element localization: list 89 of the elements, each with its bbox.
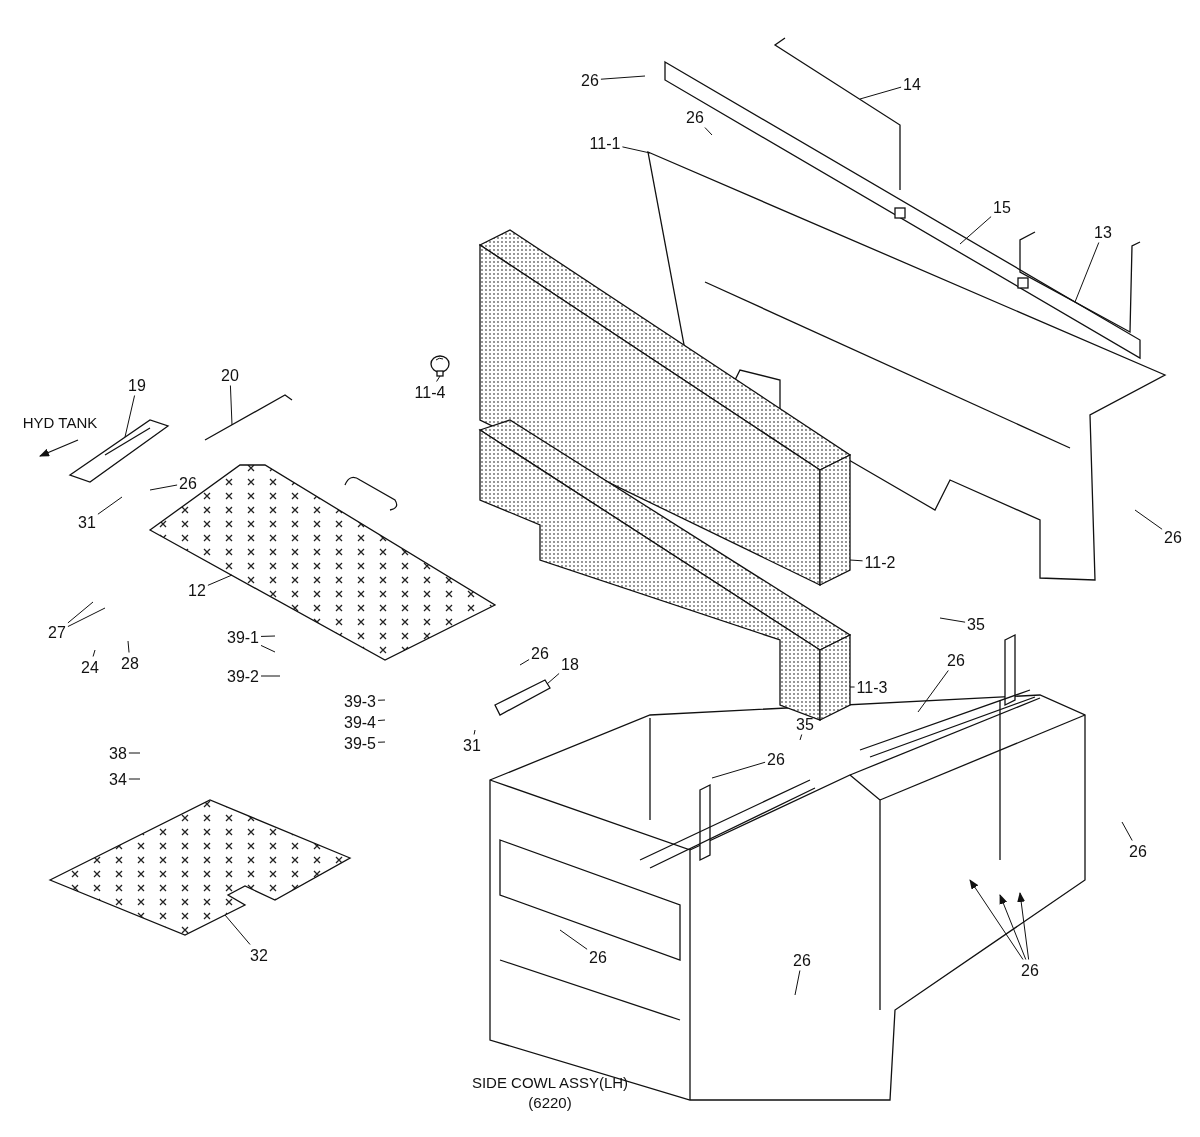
callout-number: 27	[47, 622, 67, 642]
perforated-plate-drawing	[148, 464, 497, 661]
leader-line	[849, 686, 856, 688]
leader-line	[67, 601, 94, 624]
leader-line	[260, 675, 281, 677]
leader-line	[859, 86, 902, 100]
callout-number: 12	[187, 580, 207, 600]
leader-line	[1121, 821, 1133, 841]
perforated-plate-drawing	[48, 799, 352, 936]
callout-number: 28	[120, 653, 140, 673]
callout-number: 26	[792, 950, 812, 970]
plate-drawing	[494, 679, 551, 716]
callout-number: 15	[992, 197, 1012, 217]
leader-line	[436, 375, 441, 382]
callout-number: 26	[946, 650, 966, 670]
leader-line	[799, 734, 803, 741]
leader-line	[1134, 509, 1163, 530]
callout-number: 19	[127, 375, 147, 395]
leader-line	[67, 607, 106, 628]
callout-number: 39-3	[343, 691, 377, 711]
callout-number: 26	[1128, 841, 1148, 861]
leader-line	[1074, 242, 1100, 303]
leader-line	[917, 670, 949, 713]
leader-line	[999, 894, 1027, 960]
callout-number: 26	[580, 70, 600, 90]
leader-line	[127, 640, 130, 653]
direction-label: HYD TANK	[21, 412, 99, 432]
leader-line	[1017, 892, 1030, 960]
callout-number: 11-1	[588, 133, 622, 153]
leader-line	[128, 752, 141, 754]
callout-number: 26	[685, 107, 705, 127]
callout-number: 35	[795, 714, 815, 734]
callout-number: 11-4	[413, 382, 447, 402]
leader-line	[128, 778, 141, 780]
callout-number: 32	[249, 945, 269, 965]
leader-line	[704, 127, 713, 136]
callout-number: 11-3	[855, 677, 889, 697]
leader-line	[546, 673, 560, 685]
leader-line	[377, 699, 386, 701]
callout-number: 31	[462, 735, 482, 755]
callout-number: 20	[220, 365, 240, 385]
callout-number: 26	[178, 473, 198, 493]
leader-line	[260, 635, 276, 637]
leader-line	[939, 617, 966, 623]
leader-line	[377, 741, 386, 743]
leader-line	[207, 574, 233, 586]
callout-number: 34	[108, 769, 128, 789]
rod-drawing	[204, 394, 293, 441]
rod-drawing	[773, 37, 901, 191]
leader-line	[149, 484, 178, 491]
callout-number: 39-5	[343, 733, 377, 753]
callout-number: 26	[588, 947, 608, 967]
callout-number: 11-2	[863, 552, 897, 572]
leader-line	[92, 649, 96, 657]
leader-line	[224, 914, 251, 945]
callout-number: 18	[560, 654, 580, 674]
callout-number: 26	[1020, 960, 1040, 980]
leader-line	[229, 385, 233, 426]
leader-line	[260, 644, 276, 653]
leader-line	[600, 75, 646, 80]
rail-drawing	[664, 60, 1141, 360]
callout-number: 26	[1163, 527, 1183, 547]
leader-line	[711, 761, 766, 779]
callout-number: 24	[80, 657, 100, 677]
knob-drawing	[430, 355, 450, 377]
callout-number: 13	[1093, 222, 1113, 242]
leader-line	[559, 929, 588, 950]
callout-number: 39-2	[226, 666, 260, 686]
callout-number: 31	[77, 512, 97, 532]
callout-number: 26	[530, 643, 550, 663]
leader-line	[473, 729, 476, 735]
leader-line	[377, 719, 386, 722]
assembly-note: SIDE COWL ASSY(LH)	[470, 1072, 630, 1092]
callout-number: 26	[766, 749, 786, 769]
callout-number: 39-4	[343, 712, 377, 732]
leader-line	[97, 496, 123, 515]
leader-line	[969, 879, 1024, 960]
assembly-note: (6220)	[527, 1092, 573, 1112]
callout-number: 38	[108, 743, 128, 763]
leader-line	[621, 146, 651, 154]
leader-line	[959, 216, 992, 245]
foam-pad-drawing	[478, 229, 852, 587]
callout-number: 39-1	[226, 627, 260, 647]
callout-number: 14	[902, 74, 922, 94]
leader-line	[124, 395, 136, 438]
leader-line	[794, 970, 801, 996]
leader-line	[519, 659, 530, 666]
leader-line	[849, 559, 864, 562]
callout-number: 35	[966, 614, 986, 634]
